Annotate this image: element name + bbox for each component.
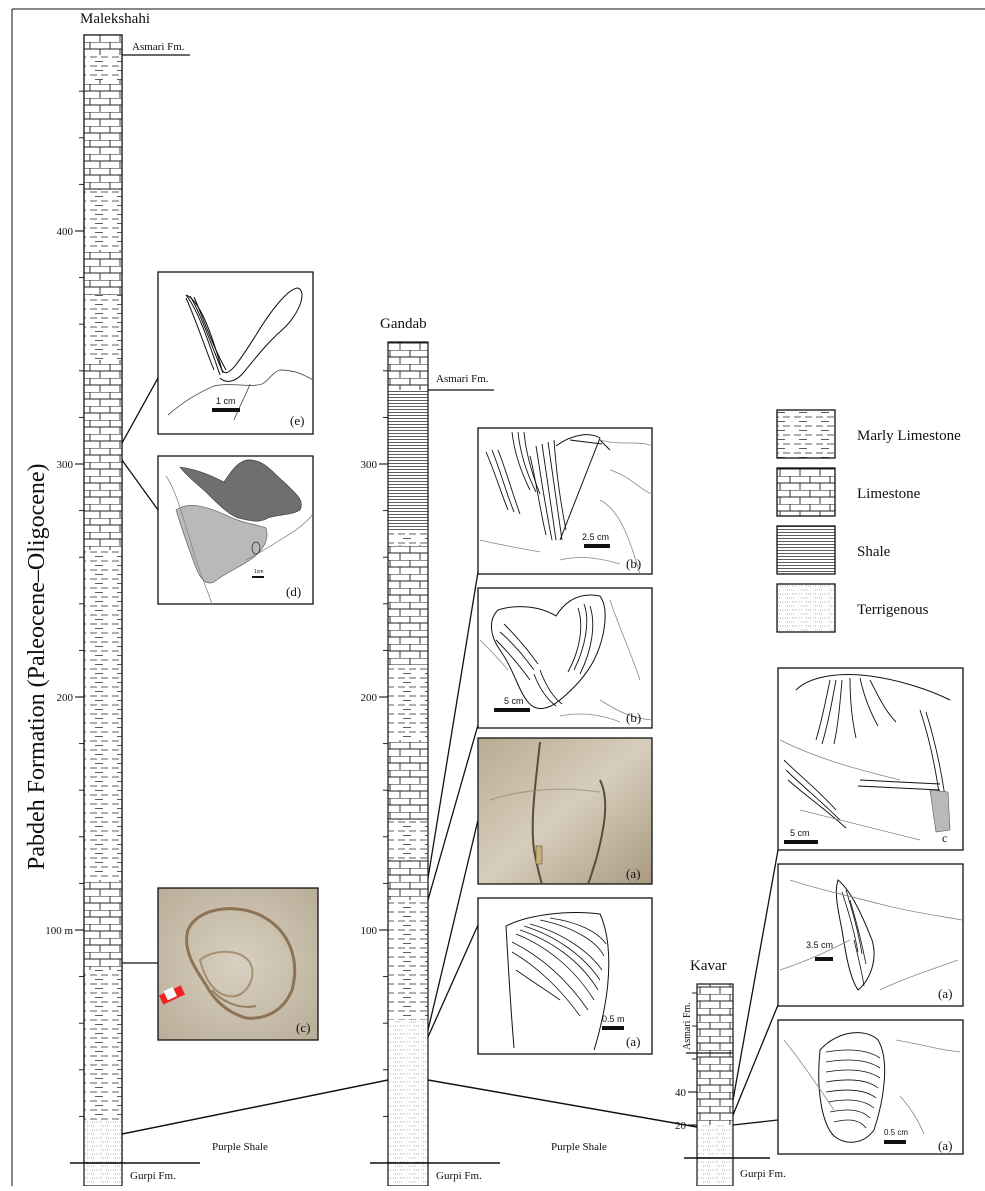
depth-tick-label: 300 (57, 459, 74, 471)
purple-shale-label-left: Purple Shale (212, 1141, 268, 1153)
legend-swatch (777, 526, 835, 574)
gandab-base-unit: Gurpi Fm. (436, 1170, 482, 1182)
panel-kav-c: 5 cm c (778, 668, 963, 850)
kav-c-scale: 5 cm (790, 828, 810, 838)
kav-c-letter: c (942, 831, 947, 845)
kav-a2-scale: 0.5 cm (884, 1128, 908, 1137)
gandab-lime-bed (388, 545, 428, 665)
gan-b1-scale: 2.5 cm (582, 532, 609, 542)
kav-a1-scale: 3.5 cm (806, 940, 833, 950)
malekshahi-name: Malekshahi (80, 11, 150, 27)
malekshahi-terrigenous-bed (84, 1120, 122, 1163)
gandab-lime-bed (388, 342, 428, 390)
mal-d-letter: (d) (286, 584, 301, 599)
depth-tick-label: 300 (361, 459, 378, 471)
kavar-name: Kavar (690, 958, 727, 974)
malekshahi-lime-bed (84, 360, 122, 550)
gandab-gurpi (388, 1163, 428, 1186)
mal-e-scale: 1 cm (216, 396, 236, 406)
legend-label: Limestone (857, 486, 921, 502)
malekshahi-lime-bed (84, 250, 122, 295)
gan-b1-letter: (b) (626, 556, 641, 571)
malekshahi-top-unit: Asmari Fm. (132, 41, 185, 53)
kavar-gurpi (697, 1158, 733, 1186)
malekshahi-base-unit: Gurpi Fm. (130, 1170, 176, 1182)
malekshahi-gurpi (84, 1163, 122, 1186)
kavar-section: Kavar Asmari Fm. Gurpi Fm. 20 40 (675, 958, 786, 1186)
depth-tick-label: 40 (675, 1087, 687, 1099)
panel-gan-a: 0.5 m (a) (478, 898, 652, 1054)
gandab-top-unit: Asmari Fm. (436, 373, 489, 385)
depth-tick-label: 20 (675, 1120, 687, 1132)
panel-kav-a1: 3.5 cm (a) (778, 864, 963, 1006)
kavar-top-unit: Asmari Fm. (682, 1002, 693, 1050)
purple-shale-label-right: Purple Shale (551, 1141, 607, 1153)
legend-label: Marly Limestone (857, 428, 961, 444)
panel-gan-a-photo: (a) (478, 738, 652, 884)
gan-b2-letter: (b) (626, 710, 641, 725)
mal-d-scale: 1cm (254, 569, 263, 575)
gandab-name: Gandab (380, 316, 427, 332)
axis-title: Pabdeh Formation (Paleocene–Oligocene) (24, 463, 50, 870)
legend-swatch (777, 468, 835, 516)
depth-tick-label: 400 (57, 226, 74, 238)
gandab-lime-bed (388, 740, 428, 820)
legend-label: Shale (857, 544, 891, 560)
panel-gan-b1: 2.5 cm (b) (478, 428, 652, 574)
gan-a-photo-letter: (a) (626, 866, 640, 881)
mal-c-letter: (c) (296, 1020, 310, 1035)
panel-mal-c-photo: (c) (158, 888, 318, 1040)
panel-mal-e: 1 cm (e) (158, 272, 313, 434)
malekshahi-ticks: 100 m 200 300 400 (45, 91, 84, 1116)
legend-swatch (777, 584, 835, 632)
gan-a-scale: 0.5 m (602, 1014, 625, 1024)
gan-a-letter: (a) (626, 1034, 640, 1049)
panel-gan-b2: 5 cm (b) (478, 588, 652, 728)
depth-tick-label: 200 (57, 692, 74, 704)
gandab-lime-bed (388, 860, 428, 900)
kavar-base-unit: Gurpi Fm. (740, 1168, 786, 1180)
depth-tick-label: 100 m (45, 925, 73, 937)
malekshahi-lime-bed (84, 35, 122, 55)
gan-b2-scale: 5 cm (504, 696, 524, 706)
depth-tick-label: 200 (361, 692, 378, 704)
legend-swatch (777, 410, 835, 458)
gandab-ticks: 100 200 300 (361, 371, 389, 1117)
panel-mal-d: 1cm (d) (158, 456, 313, 604)
gandab-shale-bed (388, 390, 428, 530)
malekshahi-column (84, 35, 122, 1163)
legend-label: Terrigenous (857, 602, 929, 618)
kav-a2-letter: (a) (938, 1138, 952, 1153)
malekshahi-lime-bed (84, 80, 122, 190)
mal-e-letter: (e) (290, 413, 304, 428)
legend: Marly LimestoneLimestoneShaleTerrigenous (777, 410, 961, 632)
kav-a1-letter: (a) (938, 986, 952, 1001)
malekshahi-lime-bed (84, 880, 122, 970)
depth-tick-label: 100 (361, 925, 378, 937)
kavar-terrigenous-bed (697, 1125, 733, 1158)
gandab-terrigenous-bed (388, 1020, 428, 1163)
panel-kav-a2: 0.5 cm (a) (778, 1020, 963, 1154)
